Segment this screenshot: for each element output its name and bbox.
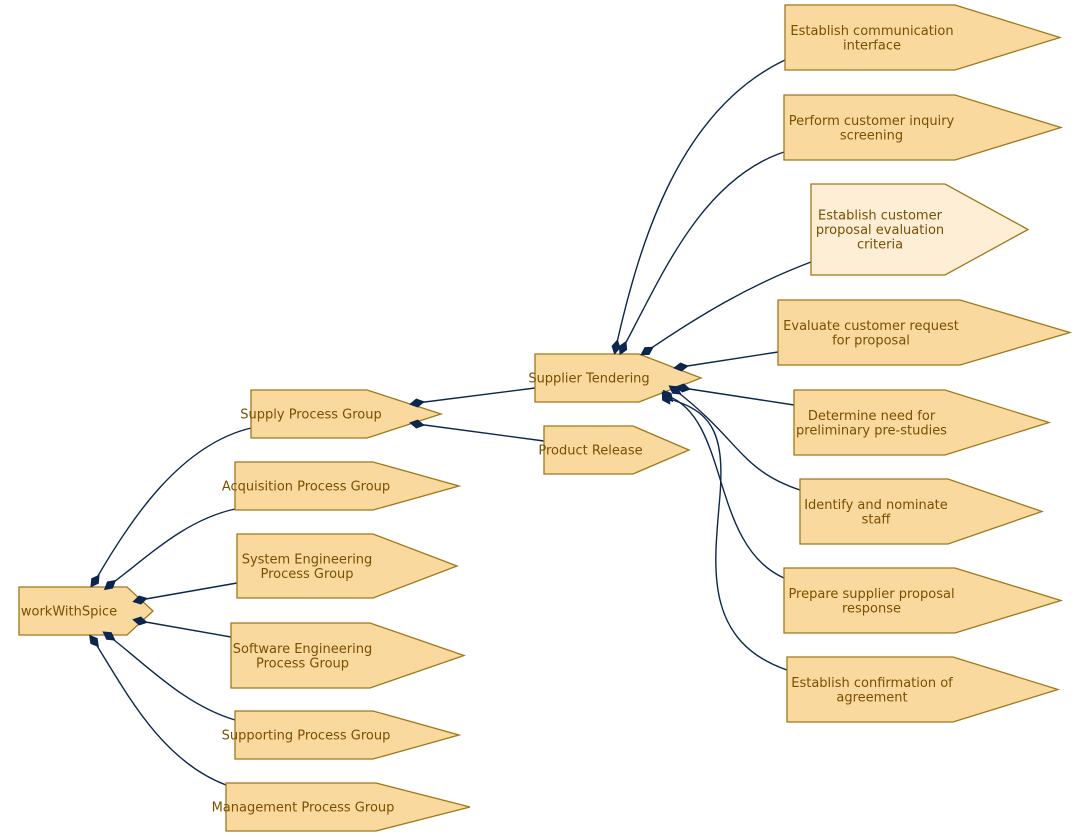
composition-diamond-icon: [102, 631, 116, 641]
node-supply[interactable]: Supply Process Group: [240, 389, 444, 439]
node-shape: [236, 533, 459, 599]
composition-diamond-icon: [675, 383, 691, 393]
node-shape: [777, 299, 1073, 366]
composition-diamond-icon: [668, 385, 682, 395]
node-release[interactable]: Product Release: [538, 425, 691, 475]
node-label: Acquisition Process Group: [222, 480, 390, 495]
node-acquisition[interactable]: Acquisition Process Group: [222, 461, 462, 511]
composition-diamond-icon: [611, 339, 621, 355]
node-shape: [225, 782, 471, 832]
node-label: criteria: [857, 238, 903, 253]
node-label: response: [842, 601, 901, 616]
node-label: Supply Process Group: [240, 408, 381, 423]
composition-diamond-icon: [640, 346, 654, 356]
node-label: screening: [840, 128, 903, 143]
node-shape: [543, 425, 691, 475]
node-supporting[interactable]: Supporting Process Group: [222, 710, 462, 760]
node-management[interactable]: Management Process Group: [212, 782, 471, 832]
composition-diamond-icon: [132, 616, 148, 626]
node-shape: [786, 656, 1061, 723]
node-label: staff: [862, 512, 892, 527]
node-shape: [230, 622, 466, 689]
node-label: Management Process Group: [212, 801, 395, 816]
edge-workWithSpice-to-management: [93, 640, 227, 786]
node-label: Establish customer: [818, 209, 943, 224]
node-tendering[interactable]: Supplier Tendering: [528, 353, 703, 403]
composition-diamond-icon: [409, 398, 425, 408]
edge-workWithSpice-to-sweng: [139, 620, 232, 638]
edges-layer: [93, 59, 812, 786]
node-label: interface: [843, 38, 901, 53]
node-label: preliminary pre-studies: [796, 423, 947, 438]
node-label: agreement: [836, 690, 907, 705]
composition-diamond-icon: [132, 595, 148, 605]
composition-diamond-icon: [673, 362, 689, 372]
edge-workWithSpice-to-supply: [94, 427, 252, 582]
node-label: for proposal: [832, 333, 910, 348]
edge-supply-to-tendering: [416, 387, 536, 404]
edge-supply-to-release: [416, 423, 545, 442]
edge-workWithSpice-to-syseng: [139, 582, 238, 601]
composition-diamond-icon: [90, 574, 100, 588]
node-label: Perform customer inquiry: [789, 114, 955, 129]
node-shape: [784, 4, 1063, 71]
node-label: Determine need for: [808, 409, 936, 424]
node-label: Product Release: [538, 444, 642, 459]
node-shape: [534, 353, 703, 403]
node-shape: [250, 389, 444, 439]
node-workWithSpice[interactable]: workWithSpice: [18, 586, 154, 636]
edge-tendering-to-evaluate: [680, 351, 779, 368]
edge-workWithSpice-to-acquisition: [109, 508, 236, 586]
node-shape: [783, 567, 1064, 634]
edge-tendering-to-staff: [674, 389, 801, 491]
node-label: Identify and nominate: [804, 498, 948, 513]
node-label: Process Group: [256, 656, 349, 671]
node-shape: [810, 183, 1030, 276]
composition-markers-layer: [89, 339, 691, 648]
node-label: Software Engineering: [233, 642, 372, 657]
edge-tendering-to-inquiry: [622, 151, 785, 349]
edge-tendering-to-comm: [615, 59, 786, 348]
composition-diamond-icon: [409, 419, 425, 429]
node-label: Establish communication: [790, 24, 953, 39]
node-label: Process Group: [260, 567, 353, 582]
node-label: proposal evaluation: [816, 223, 944, 238]
edge-tendering-to-prestudies: [682, 387, 795, 406]
node-label: Prepare supplier proposal: [788, 587, 954, 602]
edge-tendering-to-agreement: [665, 397, 788, 671]
composition-diamond-icon: [89, 634, 99, 648]
nodes-layer: workWithSpice Supply Process GroupAcquisi…: [18, 4, 1073, 832]
node-label: Evaluate customer request: [783, 319, 959, 334]
node-label: workWithSpice: [21, 605, 117, 620]
node-label: Supplier Tendering: [528, 372, 649, 387]
node-shape: [793, 389, 1052, 456]
node-label: System Engineering: [242, 552, 373, 567]
node-shape: [234, 461, 462, 511]
edge-tendering-to-criteria: [646, 261, 812, 352]
composition-diamond-icon: [618, 340, 628, 356]
node-label: Establish confirmation of: [791, 676, 953, 691]
composition-diamond-icon: [103, 579, 117, 591]
node-shape: [799, 478, 1044, 545]
node-shape: [234, 710, 462, 760]
composition-diamond-icon: [661, 391, 671, 405]
node-shape: [783, 94, 1064, 161]
edge-tendering-to-response: [667, 395, 785, 579]
node-label: Supporting Process Group: [222, 729, 391, 744]
edge-workWithSpice-to-supporting: [108, 635, 236, 721]
